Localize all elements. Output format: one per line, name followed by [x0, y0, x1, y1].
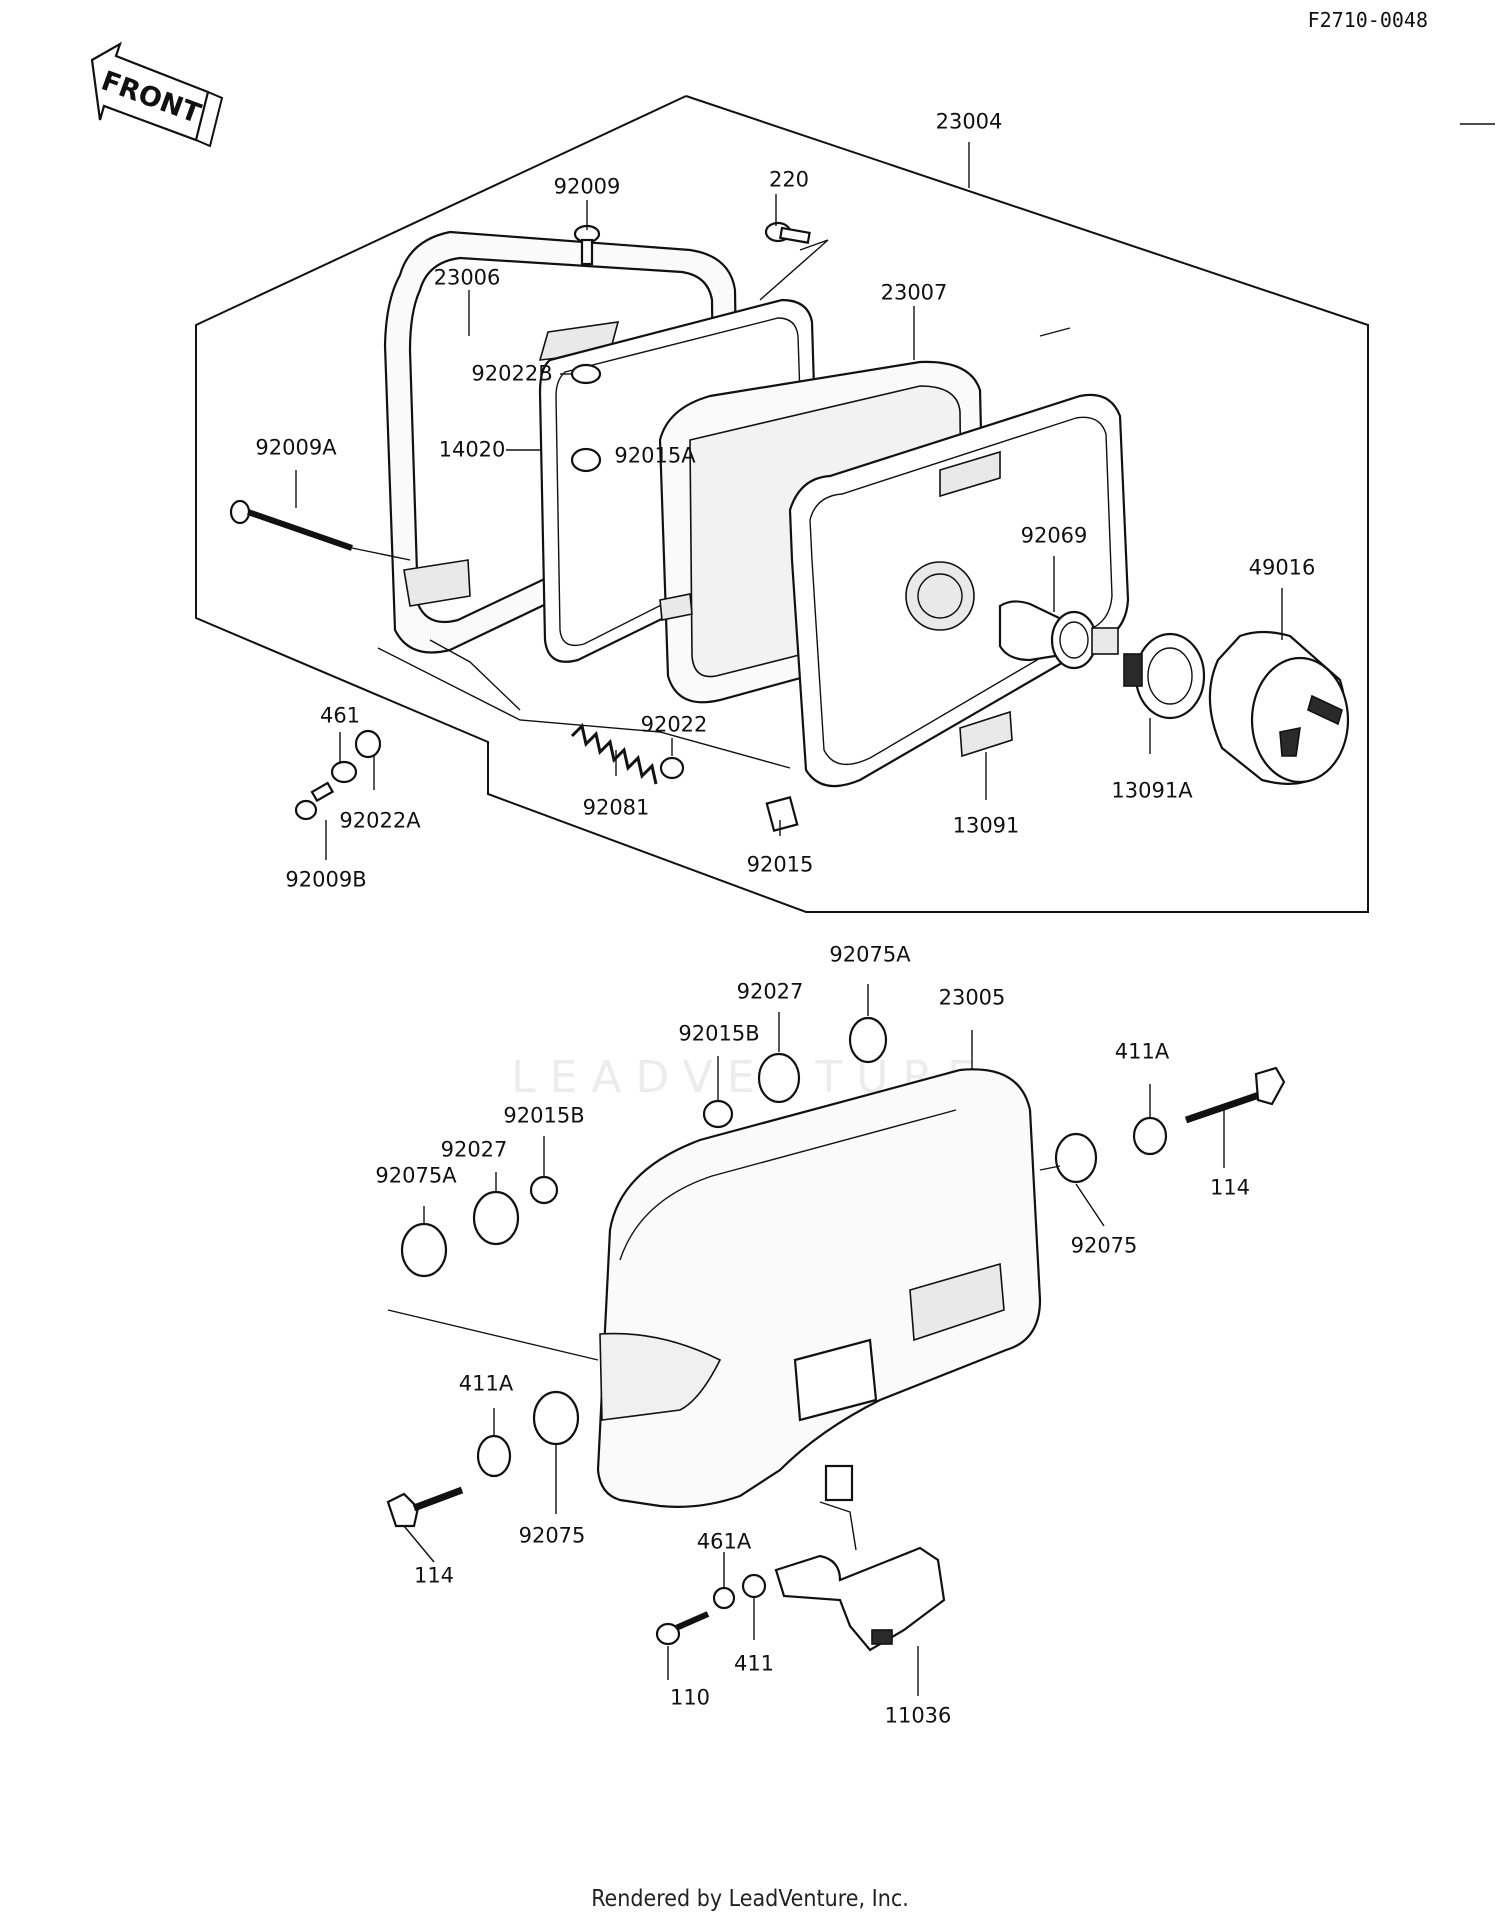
label-23007[interactable]: 23007	[880, 280, 948, 305]
long-screw-92009a-icon	[229, 499, 353, 551]
label-49016[interactable]: 49016	[1248, 555, 1316, 580]
spring-92081-icon	[570, 723, 658, 785]
grommet-92075-left-icon	[532, 1390, 580, 1446]
label-14020[interactable]: 14020	[438, 437, 506, 462]
label-411[interactable]: 411	[733, 1651, 775, 1676]
screw-220-icon	[764, 221, 811, 244]
label-13091a[interactable]: 13091A	[1111, 778, 1193, 803]
grommet-92075-right-icon	[1054, 1132, 1098, 1184]
label-92027-left[interactable]: 92027	[440, 1137, 508, 1162]
washer-461a-icon	[712, 1586, 736, 1610]
label-92009a[interactable]: 92009A	[255, 435, 337, 460]
nut-92015a-icon	[570, 447, 602, 473]
label-461[interactable]: 461	[319, 703, 361, 728]
washer-92075a-top-icon	[848, 1016, 888, 1064]
label-92081[interactable]: 92081	[582, 795, 650, 820]
nut-92022-icon	[659, 756, 685, 780]
washer-461-icon	[330, 760, 358, 784]
washer-411a-left-icon	[476, 1434, 512, 1478]
label-92075a-top[interactable]: 92075A	[829, 942, 911, 967]
bracket-11036-icon	[774, 1546, 946, 1652]
label-11036[interactable]: 11036	[884, 1703, 952, 1728]
nut-92015b-top-icon	[702, 1099, 734, 1129]
bolt-114-right-icon	[1184, 1066, 1286, 1124]
label-110[interactable]: 110	[669, 1685, 711, 1710]
collar-92027-top-icon	[757, 1052, 801, 1104]
bulb-icon	[998, 600, 1119, 670]
label-92009[interactable]: 92009	[553, 174, 621, 199]
washer-411a-right-icon	[1132, 1116, 1168, 1156]
label-92015a[interactable]: 92015A	[614, 443, 696, 468]
front-arrow-icon: FRONT	[90, 41, 224, 148]
leader-lines	[295, 194, 1283, 1696]
label-92009b[interactable]: 92009B	[285, 867, 367, 892]
bolt-114-left-icon	[386, 1486, 464, 1528]
washer-92022b-icon	[570, 363, 602, 385]
label-23005[interactable]: 23005	[938, 985, 1006, 1010]
label-92015b-left[interactable]: 92015B	[503, 1103, 585, 1128]
dust-cover	[1208, 630, 1350, 785]
headlight-case	[596, 1068, 1042, 1508]
label-92022b[interactable]: 92022B	[471, 361, 553, 386]
headlight-housing	[788, 393, 1130, 788]
label-220[interactable]: 220	[768, 167, 810, 192]
collar-92027-left-icon	[472, 1190, 520, 1246]
label-23004[interactable]: 23004	[935, 109, 1003, 134]
washer-92075a-left-icon	[400, 1222, 448, 1278]
label-92075-left[interactable]: 92075	[518, 1523, 586, 1548]
label-23006[interactable]: 23006	[433, 265, 501, 290]
footer-credit: Rendered by LeadVenture, Inc.	[591, 1886, 909, 1912]
label-92022[interactable]: 92022	[640, 712, 708, 737]
nut-92015b-left-icon	[529, 1175, 559, 1205]
label-92069[interactable]: 92069	[1020, 523, 1088, 548]
label-411a-right[interactable]: 411A	[1114, 1039, 1170, 1064]
label-92027-top[interactable]: 92027	[736, 979, 804, 1004]
clip-92015-icon	[765, 796, 799, 832]
screw-92009b-icon	[294, 781, 335, 821]
label-411a-left[interactable]: 411A	[458, 1371, 514, 1396]
label-92015b-top[interactable]: 92015B	[678, 1021, 760, 1046]
label-92075-right[interactable]: 92075	[1070, 1233, 1138, 1258]
label-92022a[interactable]: 92022A	[339, 808, 421, 833]
bolt-110-icon	[655, 1611, 710, 1646]
label-461a[interactable]: 461A	[696, 1529, 752, 1554]
label-114-left[interactable]: 114	[413, 1563, 455, 1588]
nut-92022a-icon	[354, 729, 382, 759]
label-114-right[interactable]: 114	[1209, 1175, 1251, 1200]
washer-411-icon	[741, 1573, 767, 1599]
label-92075a-left[interactable]: 92075A	[375, 1163, 457, 1188]
label-92015[interactable]: 92015	[746, 852, 814, 877]
assembly-boundary	[195, 95, 1369, 913]
bulb-socket	[1123, 632, 1206, 720]
label-13091[interactable]: 13091	[952, 813, 1020, 838]
diagram-code: F2710-0048	[1307, 8, 1428, 32]
